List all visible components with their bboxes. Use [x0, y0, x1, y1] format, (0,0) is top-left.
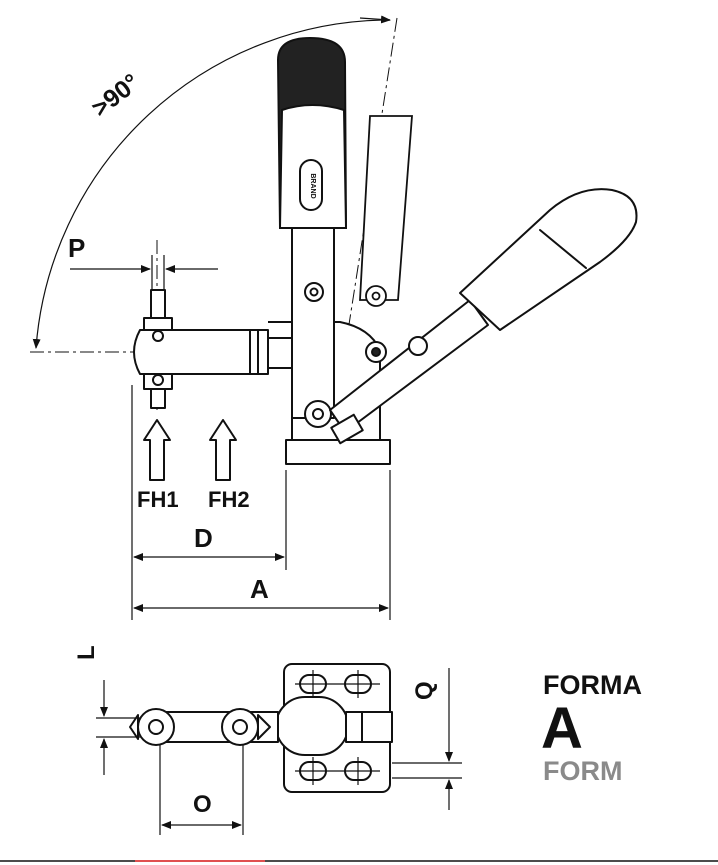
handle-brand-plate [299, 159, 323, 211]
top-handle-knob [275, 696, 349, 756]
form-letter: A [541, 696, 583, 761]
mounting-slots [295, 670, 380, 785]
d-label: D [194, 523, 213, 553]
o-label: O [193, 791, 212, 818]
opening-angle-arc [32, 19, 391, 349]
handle-lever-vertical [291, 227, 335, 419]
top-hinge [345, 711, 393, 743]
force-arrow-fh1 [143, 419, 171, 481]
force-arrow-fh2 [209, 419, 237, 481]
top-view: L O Q [73, 645, 462, 835]
a-label: A [250, 574, 269, 604]
arm-hinge-block [267, 337, 293, 369]
fh1-label: FH1 [137, 487, 179, 512]
p-label: P [68, 233, 85, 263]
handle-brand-text: BRAND [309, 173, 316, 198]
form-legend: FORMA A FORM [541, 670, 642, 786]
handle-grip-inclined [459, 188, 638, 331]
fh2-label: FH2 [208, 487, 250, 512]
clamp-base-plate [285, 439, 391, 465]
angle-label: >90° [86, 68, 145, 122]
l-label: L [73, 645, 100, 660]
stop-screw [330, 413, 364, 445]
link-pin [408, 336, 428, 356]
forma-label: FORMA [543, 670, 642, 700]
q-label: Q [411, 681, 438, 700]
form-label: FORM [543, 756, 622, 786]
ghost-handle-open [359, 115, 413, 301]
clamp-arm [133, 329, 269, 375]
side-view: >90° P BRAND [30, 15, 638, 620]
opening-angle-arrow-top [359, 15, 391, 24]
